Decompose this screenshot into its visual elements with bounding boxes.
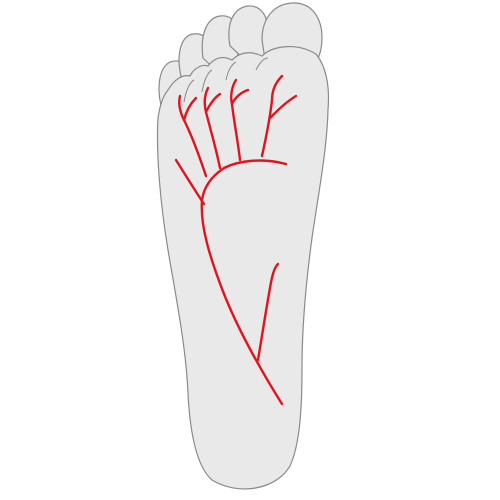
toe-gap-3: [225, 61, 237, 81]
sole-outline: [156, 46, 330, 490]
fork-3: [230, 88, 250, 106]
fork-4: [268, 94, 298, 120]
fork-1: [182, 96, 198, 122]
blood-vessels: [174, 74, 298, 406]
lateral-branch: [256, 262, 280, 362]
toe-gap-1: [183, 79, 195, 103]
plantar-arch: [174, 158, 206, 206]
main-artery: [200, 159, 288, 406]
digital-artery-4: [260, 74, 284, 158]
toe-gap-4: [255, 57, 269, 71]
toe-gap-2: [201, 69, 213, 93]
fork-2: [204, 92, 222, 114]
foot-skin: [156, 2, 330, 490]
